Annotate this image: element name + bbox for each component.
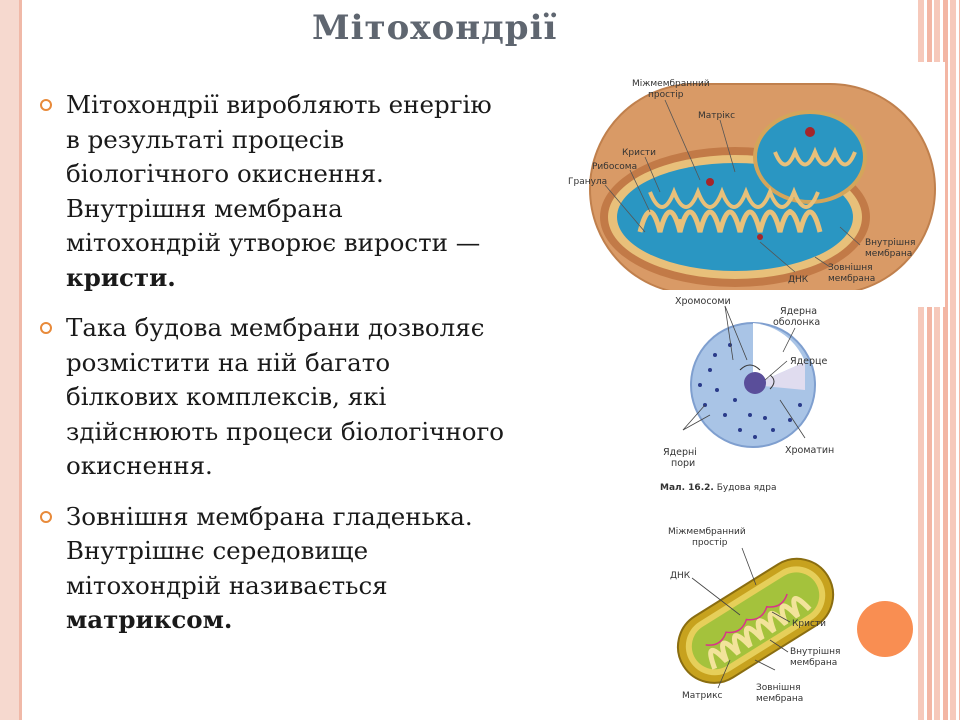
fig3-label-outer-2: мембрана: [756, 694, 803, 704]
bullet-3-line-2: Внутрішнє середовище: [66, 536, 369, 565]
fig2-caption: Мал. 16.2. Будова ядра: [660, 483, 776, 493]
fig1-label-dna: ДНК: [788, 275, 809, 285]
fig3-label-intermembrane-1: Міжмембранний: [668, 527, 746, 537]
bullet-2-line-1: Така будова мембрани дозволяє: [66, 313, 485, 342]
fig3-label-outer-1: Зовнішня: [756, 683, 801, 693]
left-frame: [0, 0, 22, 720]
nucleus-diagram: Хромосоми Ядерна оболонка Ядерце Ядерні …: [655, 290, 890, 500]
bullet-1-line-2: в результаті процесів: [66, 124, 345, 154]
bullet-1-line-1: Мітохондрії виробляють енергію: [66, 90, 492, 119]
bullet-2-line-5: окиснення.: [66, 451, 213, 480]
fig3-label-inner-2: мембрана: [790, 658, 837, 668]
fig3-label-matrix: Матрикс: [682, 691, 723, 701]
fig3-label-dna: ДНК: [670, 571, 691, 581]
fig1-label-intermembrane-2: простір: [648, 90, 684, 100]
fig2-label-chromatin: Хроматин: [785, 445, 834, 456]
bullet-1-bold: кристи.: [66, 262, 176, 292]
fig1-label-outer-1: Зовнішня: [828, 263, 873, 273]
bullet-3-line-1: Зовнішня мембрана гладенька.: [66, 501, 473, 531]
fig2-label-envelope-1: Ядерна: [780, 306, 817, 317]
bullet-ring-icon: [40, 322, 52, 334]
bullet-1-line-3: біологічного окиснення.: [66, 159, 384, 188]
bullet-1-line-4: Внутрішня мембрана: [66, 193, 343, 223]
bullet-2-line-2: розмістити на ній багато: [66, 347, 391, 377]
fig2-label-chromosomes: Хромосоми: [675, 296, 731, 307]
fig2-caption-text: Будова ядра: [717, 483, 777, 493]
fig3-label-cristae: Кристи: [792, 619, 826, 629]
fig3-label-inner-1: Внутрішня: [790, 647, 840, 657]
fig2-caption-bold: Мал. 16.2.: [660, 483, 714, 493]
bullet-ring-icon: [40, 510, 52, 523]
fig2-label-nucleolus: Ядерце: [790, 356, 828, 367]
fig3-label-intermembrane-2: простір: [692, 538, 728, 548]
bullet-3-bold: матриксом.: [66, 605, 233, 634]
bullet-2-line-3: білкових комплексів, які: [66, 382, 387, 411]
fig1-label-outer-2: мембрана: [828, 274, 875, 284]
fig2-label-envelope-2: оболонка: [773, 317, 820, 328]
fig1-label-granule: Гранула: [568, 177, 607, 187]
bullet-item-2: Така будова мембрани дозволяє розмістити…: [40, 311, 580, 484]
fig1-label-cristae: Кристи: [622, 148, 656, 158]
bullet-item-3: Зовнішня мембрана гладенька. Внутрішнє с…: [40, 500, 580, 638]
fig1-label-inner-1: Внутрішня: [865, 238, 915, 248]
fig1-label-inner-2: мембрана: [865, 249, 912, 259]
mitochondrion-diagram: Міжмембранний простір Матрікс Кристи Риб…: [560, 62, 945, 307]
bullet-ring-icon: [40, 99, 52, 111]
slide-title: Мітохондрії: [312, 8, 558, 48]
bullet-1-line-5: мітохондрій утворює вирости —: [66, 228, 481, 257]
fig2-label-pores-2: пори: [671, 458, 695, 469]
bullet-3-line-3: мітохондрій називається: [66, 570, 388, 600]
fig2-label-pores-1: Ядерні: [663, 447, 697, 458]
fig1-label-matrix: Матрікс: [698, 111, 735, 121]
bullet-list: Мітохондрії виробляють енергію в результ…: [40, 88, 580, 654]
fig1-label-intermembrane-1: Міжмембранний: [632, 79, 710, 89]
decorative-orange-circle: [857, 601, 913, 657]
mitochondrion-3d-diagram: Міжмембранний простір ДНК Кристи Внутріш…: [660, 520, 855, 715]
bullet-item-1: Мітохондрії виробляють енергію в результ…: [40, 88, 580, 295]
fig1-label-ribosome: Рибосома: [592, 162, 637, 172]
bullet-2-line-4: здійснюють процеси біологічного: [66, 416, 505, 446]
